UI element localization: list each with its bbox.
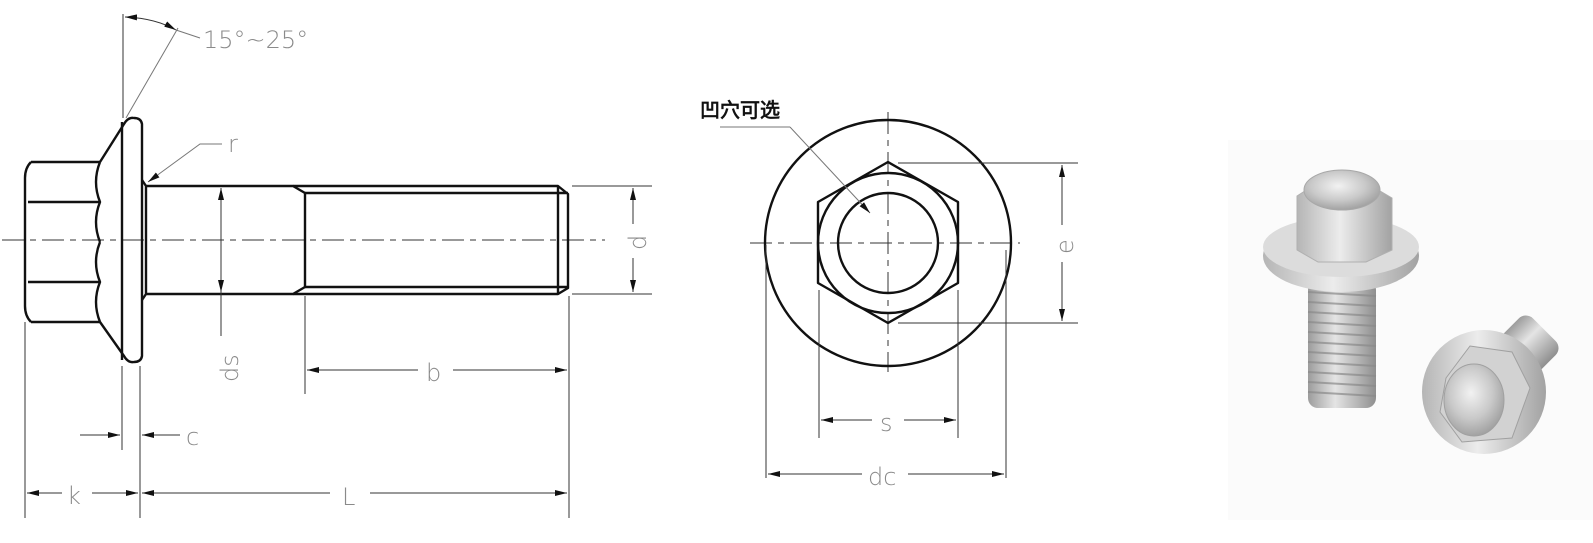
angle-label: 15°~25° bbox=[203, 26, 308, 54]
radius-label: r bbox=[228, 130, 238, 158]
b-label: b bbox=[426, 359, 441, 387]
s-label: s bbox=[880, 409, 893, 437]
d-label: d bbox=[624, 235, 652, 250]
thread-outline bbox=[293, 184, 570, 296]
recess-circle bbox=[836, 191, 940, 295]
recess-note: 凹穴可选 bbox=[700, 98, 780, 122]
l-label: L bbox=[342, 483, 355, 511]
top-view: 凹穴可选 e s dc bbox=[700, 98, 1079, 491]
recess-leader bbox=[789, 126, 871, 214]
angle-leader bbox=[175, 29, 201, 39]
side-view: 15°~25° r ds d b c k L bbox=[2, 14, 652, 518]
hex-head-outline bbox=[23, 160, 102, 324]
flange-circle bbox=[763, 118, 1013, 368]
bolt2-recess bbox=[1443, 363, 1505, 437]
bolt1-recess bbox=[1303, 169, 1381, 211]
e-label: e bbox=[1051, 239, 1079, 254]
c-label: c bbox=[186, 423, 199, 451]
ds-label: ds bbox=[216, 354, 244, 382]
bolt-photo bbox=[1228, 140, 1593, 520]
bolt1-threads bbox=[1307, 291, 1377, 397]
hex-outline bbox=[816, 160, 960, 325]
angle-arc bbox=[124, 14, 177, 31]
hex-chamfer-circle bbox=[816, 171, 960, 315]
angle-cone-line bbox=[125, 27, 179, 119]
k-label: k bbox=[67, 482, 81, 510]
dc-label: dc bbox=[868, 463, 896, 491]
flange-outline bbox=[98, 116, 144, 364]
radius-leader bbox=[147, 143, 222, 183]
